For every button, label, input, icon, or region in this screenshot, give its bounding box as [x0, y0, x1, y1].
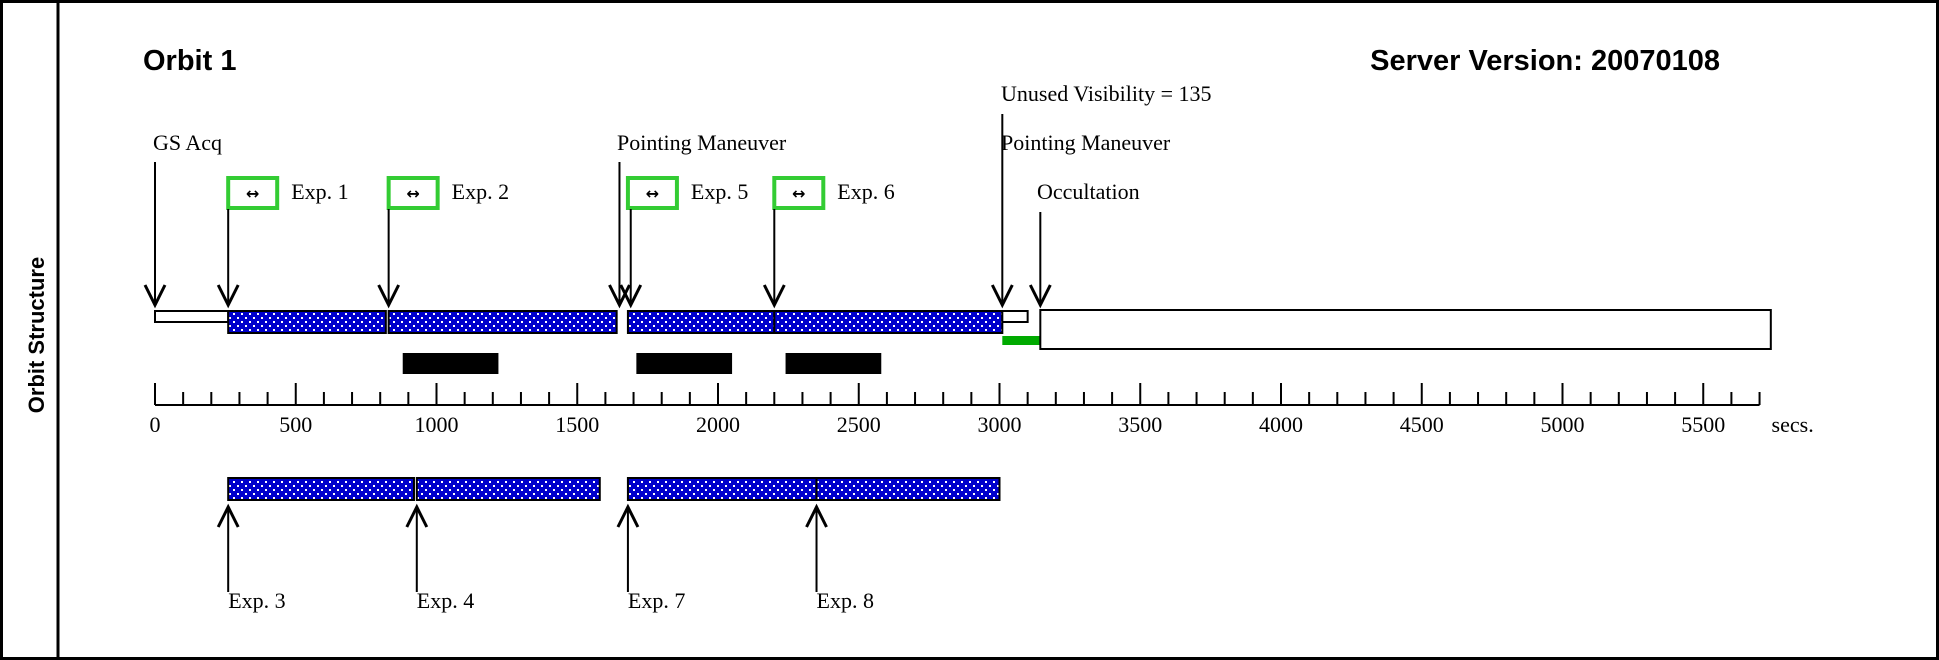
- exposure-marker-box: [226, 176, 280, 210]
- black-bar: [785, 353, 882, 374]
- exposure-label-top: Exp. 5: [691, 179, 748, 204]
- side-label: Orbit Structure: [24, 257, 49, 413]
- exposure-label-top: Exp. 1: [291, 179, 348, 204]
- occultation-bar: [1039, 309, 1772, 350]
- exposure-bar-bottom: [815, 477, 1001, 501]
- black-bar: [636, 353, 733, 374]
- tick-label: 1000: [415, 412, 459, 437]
- exposure-bar-top: [227, 310, 387, 334]
- tick-label: 0: [150, 412, 161, 437]
- double-arrow-icon: ↔: [646, 184, 659, 203]
- exposure-marker-box: [772, 176, 826, 210]
- up-arrowhead: [216, 503, 240, 528]
- exposure-bar-top: [626, 310, 776, 334]
- exposure-label-bottom: Exp. 3: [228, 588, 285, 613]
- up-arrowhead: [805, 503, 828, 528]
- exposure-bar-top: [773, 310, 1004, 334]
- down-arrowhead: [990, 284, 1014, 309]
- exposure-label-top: Exp. 6: [837, 179, 894, 204]
- tick-label: 5500: [1681, 412, 1725, 437]
- tick-label: 5000: [1541, 412, 1585, 437]
- exposure-bar-bottom: [227, 477, 415, 501]
- tick-label: 2000: [696, 412, 740, 437]
- pointing-maneuver-label-1: Pointing Maneuver: [617, 130, 787, 155]
- exposure-bar-top: [387, 310, 618, 334]
- exposure-label-bottom: Exp. 8: [817, 588, 874, 613]
- exposure-label-bottom: Exp. 4: [417, 588, 474, 613]
- up-arrowhead: [616, 503, 640, 528]
- exposure-label-bottom: Exp. 7: [628, 588, 685, 613]
- orbit-title: Orbit 1: [143, 45, 236, 77]
- down-arrowhead: [143, 284, 167, 309]
- axis-unit-label: secs.: [1772, 412, 1814, 437]
- down-arrowhead: [1028, 284, 1052, 309]
- double-arrow-icon: ↔: [406, 184, 419, 203]
- tick-label: 2500: [837, 412, 881, 437]
- down-arrowhead: [377, 284, 400, 309]
- exposure-label-top: Exp. 2: [452, 179, 509, 204]
- exposure-bar-bottom: [626, 477, 818, 501]
- down-arrowhead: [608, 284, 631, 309]
- gs-acq-label: GS Acq: [153, 130, 222, 155]
- double-arrow-icon: ↔: [792, 184, 805, 203]
- pointing-maneuver-label-2: Pointing Maneuver: [1001, 130, 1171, 155]
- tick-label: 1500: [555, 412, 599, 437]
- server-version: Server Version: 20070108: [1370, 45, 1720, 77]
- tick-label: 3500: [1118, 412, 1162, 437]
- exposure-marker-box: [625, 176, 679, 210]
- unused-visibility-label: Unused Visibility = 135: [1001, 81, 1212, 106]
- slew-bar: [1001, 310, 1029, 323]
- tick-label: 500: [279, 412, 312, 437]
- tick-label: 3000: [978, 412, 1022, 437]
- double-arrow-icon: ↔: [246, 184, 259, 203]
- black-bar: [402, 353, 499, 374]
- down-arrowhead: [619, 284, 643, 309]
- unused-visibility-bar: [1002, 336, 1041, 345]
- down-arrowhead: [216, 284, 240, 309]
- down-arrowhead: [762, 284, 786, 309]
- up-arrowhead: [405, 503, 429, 528]
- gs-acq-bar: [154, 310, 230, 323]
- exposure-bar-bottom: [415, 477, 601, 501]
- tick-label: 4000: [1259, 412, 1303, 437]
- exposure-marker-box: [386, 176, 440, 210]
- tick-label: 4500: [1400, 412, 1444, 437]
- occultation-label: Occultation: [1037, 179, 1140, 204]
